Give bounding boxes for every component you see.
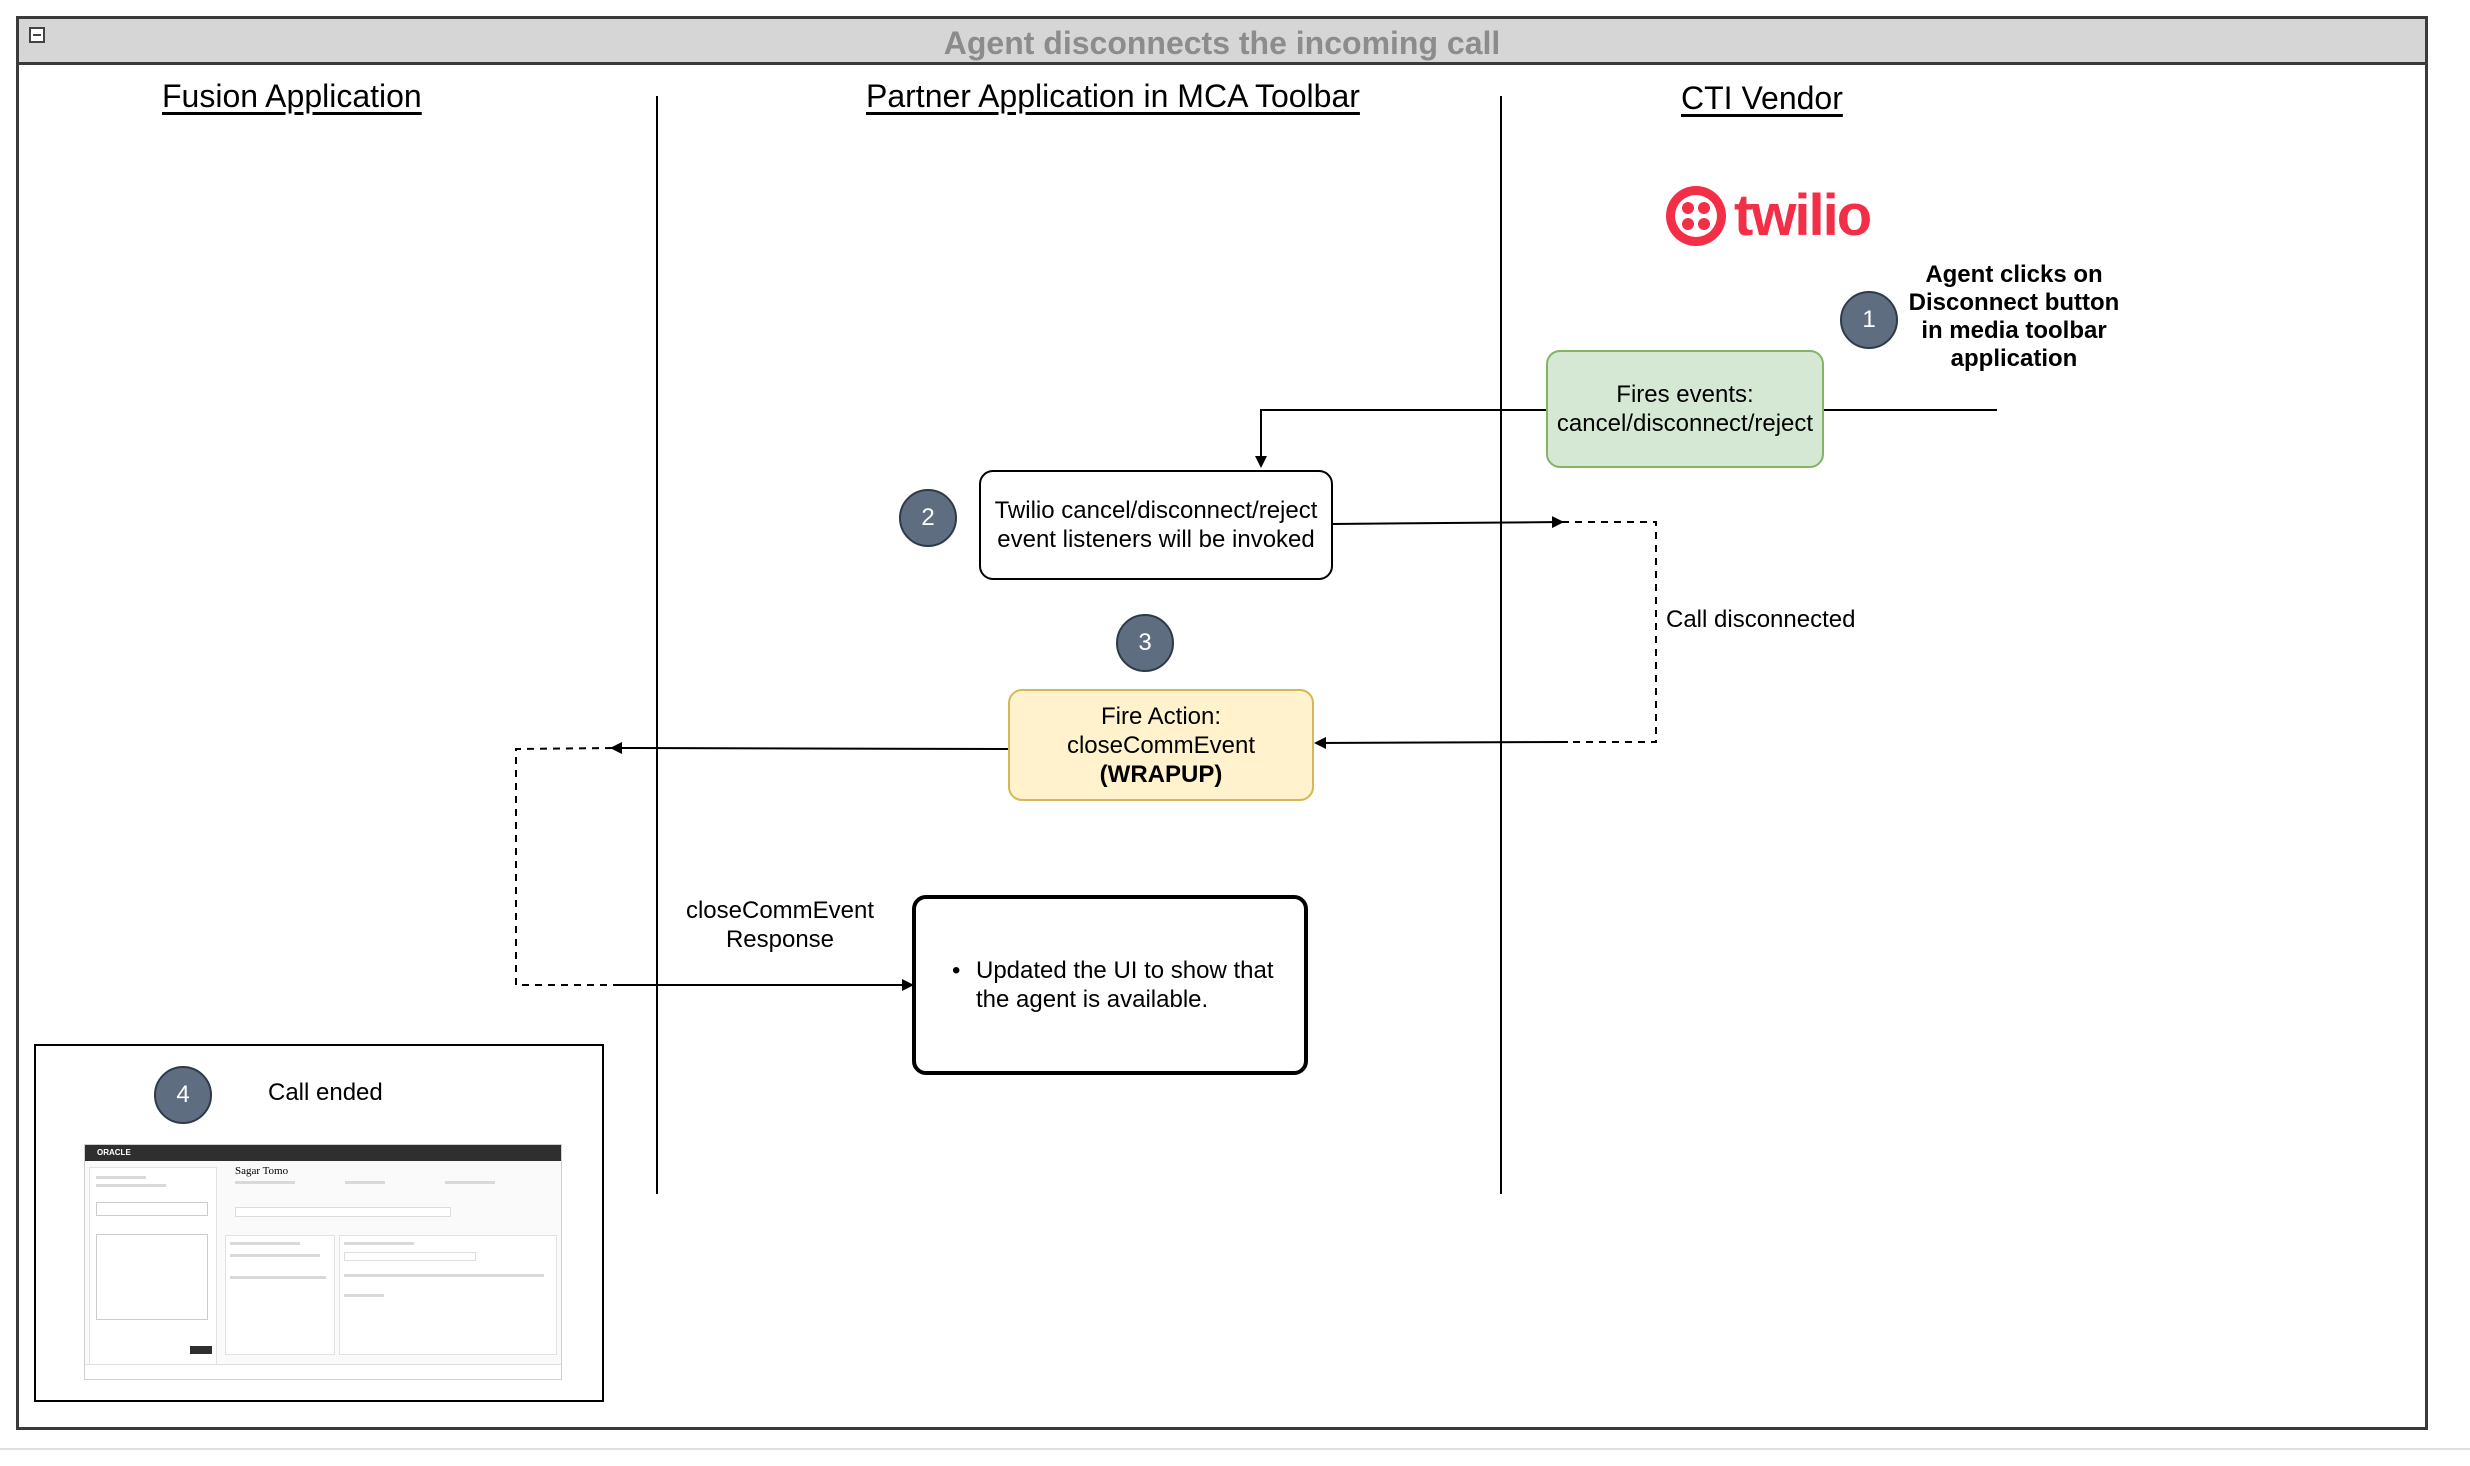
- ui-update-line-1: Updated the UI to show that: [976, 957, 1274, 984]
- close-comm-event-response-label: closeCommEvent Response: [680, 896, 880, 954]
- bullet-icon: •: [952, 957, 961, 984]
- step-3-circle: 3: [1116, 614, 1174, 672]
- lane-title-fusion-application: Fusion Application: [162, 78, 422, 114]
- screenshot-bottom-bar: [85, 1364, 561, 1379]
- fires-events-box[interactable]: Fires events: cancel/disconnect/reject: [1546, 350, 1824, 468]
- connector-fires-events-to-listeners: [1255, 409, 1546, 468]
- twilio-mark-icon: [1666, 186, 1726, 246]
- lane-divider-right: [1500, 96, 1502, 1194]
- screenshot-contact-name: Sagar Tomo: [235, 1165, 289, 1177]
- step-2-circle: 2: [899, 489, 957, 547]
- fire-action-box[interactable]: Fire Action: closeCommEvent (WRAPUP): [1008, 689, 1314, 801]
- agent-action-line-4: application: [1950, 345, 2078, 372]
- step-4-circle: 4: [154, 1066, 212, 1124]
- response-line-2: Response: [725, 926, 835, 953]
- screenshot-contact-info-panel: [225, 1235, 335, 1355]
- connector-call-disconnected-dashed: [1562, 521, 1657, 743]
- screenshot-top-bar: ORACLE: [85, 1145, 561, 1161]
- call-disconnected-label: Call disconnected: [1666, 606, 1856, 633]
- connector-to-fire-action: [1314, 736, 1569, 749]
- ui-update-bullet: • Updated the UI to show that the agent …: [952, 956, 1274, 1014]
- lane-title-partner-application: Partner Application in MCA Toolbar: [866, 78, 1360, 114]
- call-ended-panel: 4 Call ended ORACLE Sagar Tomo: [34, 1044, 604, 1402]
- fire-action-line-3: (WRAPUP): [1099, 760, 1223, 788]
- screenshot-brand: ORACLE: [97, 1148, 131, 1157]
- agent-action-label: Agent clicks on Disconnect button in med…: [1896, 261, 2132, 373]
- fires-events-line-2: cancel/disconnect/reject: [1556, 410, 1814, 437]
- agent-action-line-2: Disconnect button: [1908, 289, 2120, 316]
- response-line-1: closeCommEvent: [685, 897, 875, 924]
- diagram-title: Agent disconnects the incoming call: [943, 25, 1501, 61]
- ui-update-line-2: the agent is available.: [976, 986, 1209, 1013]
- event-listeners-line-1: Twilio cancel/disconnect/reject: [994, 497, 1318, 524]
- diagram-title-bar: Agent disconnects the incoming call: [19, 19, 2425, 65]
- call-ended-label: Call ended: [268, 1079, 383, 1106]
- fires-events-line-1: Fires events:: [1616, 381, 1754, 408]
- twilio-logo: twilio: [1666, 183, 1872, 248]
- ui-update-box[interactable]: • Updated the UI to show that the agent …: [912, 895, 1308, 1075]
- connector-fire-action-to-fusion: [610, 742, 1009, 755]
- event-listeners-line-2: event listeners will be invoked: [997, 526, 1315, 553]
- step-1-circle: 1: [1840, 291, 1898, 349]
- fire-action-line-2: closeCommEvent: [1066, 731, 1256, 759]
- connector-response-dashed: [515, 747, 614, 986]
- screenshot-service-requests-panel: [339, 1235, 557, 1355]
- lane-title-cti-vendor: CTI Vendor: [1681, 80, 1843, 116]
- lane-divider-left: [656, 96, 658, 1194]
- agent-action-line-1: Agent clicks on: [1925, 261, 2103, 288]
- connector-listeners-to-call-disconnected: [1331, 516, 1564, 529]
- fusion-app-screenshot: ORACLE Sagar Tomo: [84, 1144, 562, 1380]
- collapse-icon[interactable]: [29, 27, 45, 43]
- page-bottom-border: [0, 1448, 2470, 1450]
- fire-action-line-1: Fire Action:: [1100, 702, 1222, 730]
- event-listeners-box[interactable]: Twilio cancel/disconnect/reject event li…: [979, 470, 1333, 580]
- agent-action-line-3: in media toolbar: [1921, 317, 2107, 344]
- twilio-logo-text: twilio: [1734, 183, 1872, 248]
- screenshot-left-panel: [89, 1167, 217, 1365]
